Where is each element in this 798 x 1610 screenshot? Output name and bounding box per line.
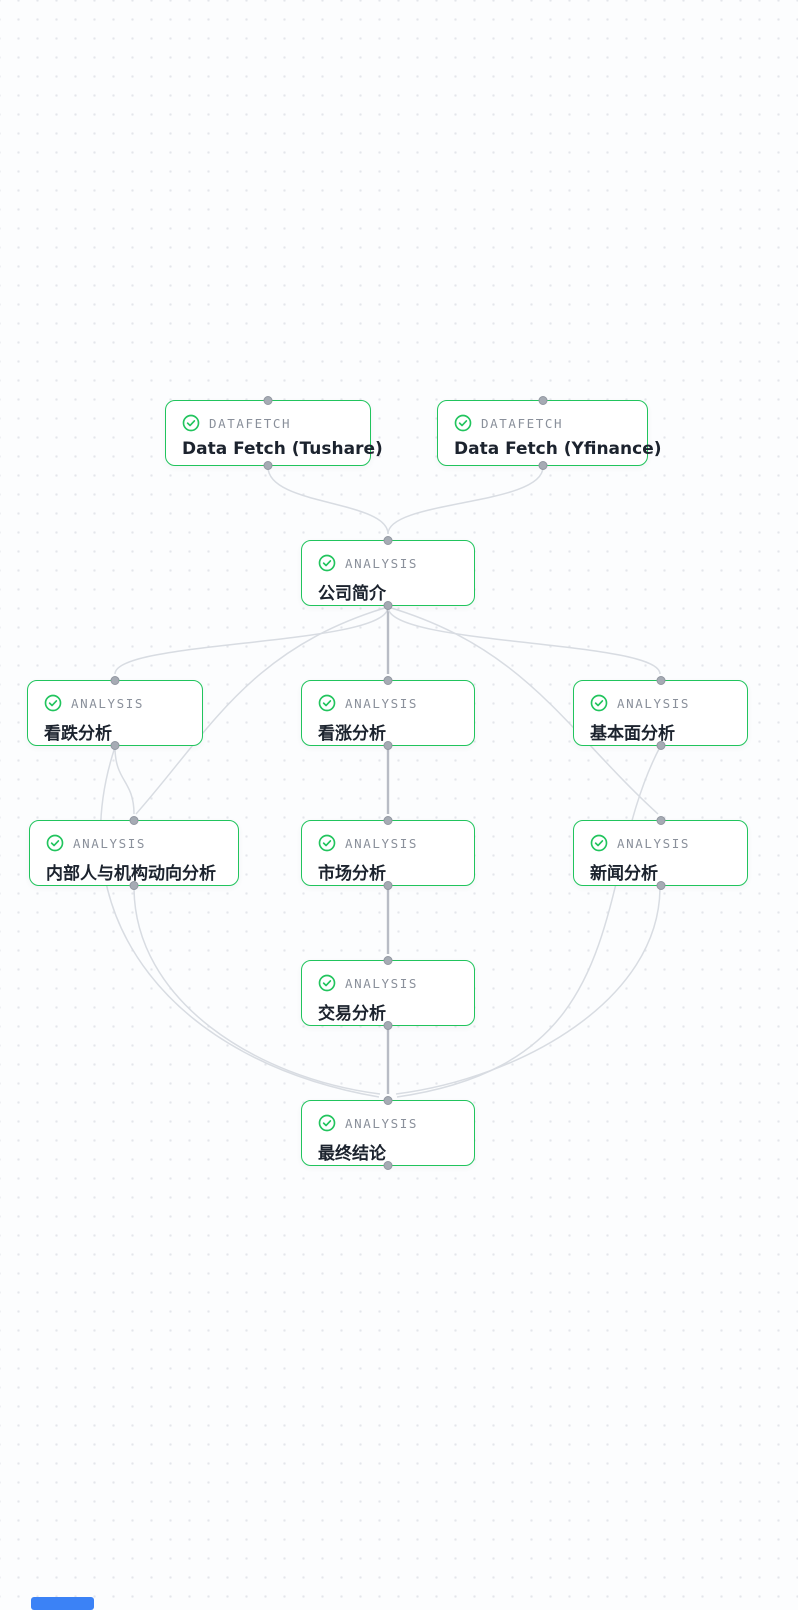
node-header: ANALYSIS bbox=[590, 694, 731, 712]
node-title: 最终结论 bbox=[318, 1144, 386, 1164]
node-tushare[interactable]: DATAFETCH Data Fetch (Tushare) bbox=[165, 396, 383, 470]
source-handle[interactable] bbox=[129, 881, 139, 890]
node-type-label: ANALYSIS bbox=[345, 835, 419, 851]
node-trade[interactable]: ANALYSIS 交易分析 bbox=[301, 956, 475, 1030]
edge-company-bear[interactable] bbox=[114, 606, 389, 675]
target-handle[interactable] bbox=[383, 676, 393, 685]
source-handle[interactable] bbox=[656, 881, 665, 890]
node-type-label: ANALYSIS bbox=[345, 695, 419, 711]
scrollbar-thumb-horizontal[interactable] bbox=[31, 1597, 94, 1610]
node-bear[interactable]: ANALYSIS 看跌分析 bbox=[27, 676, 203, 750]
target-handle[interactable] bbox=[656, 676, 665, 685]
check-circle-icon bbox=[590, 694, 608, 712]
node-fundamental[interactable]: ANALYSIS 基本面分析 bbox=[573, 676, 748, 750]
node-market[interactable]: ANALYSIS 市场分析 bbox=[301, 816, 475, 890]
node-title: Data Fetch (Yfinance) bbox=[454, 439, 662, 459]
edge-tushare-company[interactable] bbox=[267, 466, 389, 535]
check-circle-icon bbox=[318, 694, 336, 712]
edge-yfinance-company[interactable] bbox=[387, 466, 544, 535]
target-handle[interactable] bbox=[383, 816, 393, 825]
node-type-label: ANALYSIS bbox=[617, 835, 691, 851]
source-handle[interactable] bbox=[263, 461, 273, 470]
node-header: ANALYSIS bbox=[318, 834, 458, 852]
node-title: 内部人与机构动向分析 bbox=[46, 864, 216, 884]
check-circle-icon bbox=[318, 974, 336, 992]
source-handle[interactable] bbox=[383, 881, 393, 890]
node-bull[interactable]: ANALYSIS 看涨分析 bbox=[301, 676, 475, 750]
node-type-label: ANALYSIS bbox=[345, 1115, 419, 1131]
check-circle-icon bbox=[182, 414, 200, 432]
node-type-label: ANALYSIS bbox=[617, 695, 691, 711]
node-title: 新闻分析 bbox=[590, 864, 658, 884]
target-handle[interactable] bbox=[383, 1096, 393, 1105]
node-header: ANALYSIS bbox=[590, 834, 731, 852]
target-handle[interactable] bbox=[129, 816, 139, 825]
edge-bear-insider[interactable] bbox=[114, 746, 135, 815]
target-handle[interactable] bbox=[383, 536, 393, 545]
check-circle-icon bbox=[590, 834, 608, 852]
node-insider[interactable]: ANALYSIS 内部人与机构动向分析 bbox=[29, 816, 239, 890]
node-final[interactable]: ANALYSIS 最终结论 bbox=[301, 1096, 475, 1170]
node-header: DATAFETCH bbox=[182, 414, 354, 432]
node-header: DATAFETCH bbox=[454, 414, 631, 432]
source-handle[interactable] bbox=[656, 741, 665, 750]
node-header: ANALYSIS bbox=[44, 694, 186, 712]
node-header: ANALYSIS bbox=[318, 554, 458, 572]
node-type-label: ANALYSIS bbox=[73, 835, 147, 851]
source-handle[interactable] bbox=[383, 1021, 393, 1030]
check-circle-icon bbox=[318, 554, 336, 572]
target-handle[interactable] bbox=[263, 396, 273, 405]
node-title: 市场分析 bbox=[318, 864, 386, 884]
check-circle-icon bbox=[318, 1114, 336, 1132]
node-news[interactable]: ANALYSIS 新闻分析 bbox=[573, 816, 748, 890]
node-yfinance[interactable]: DATAFETCH Data Fetch (Yfinance) bbox=[437, 396, 662, 470]
node-type-label: ANALYSIS bbox=[345, 555, 419, 571]
node-header: ANALYSIS bbox=[46, 834, 222, 852]
target-handle[interactable] bbox=[383, 956, 393, 965]
target-handle[interactable] bbox=[110, 676, 120, 685]
check-circle-icon bbox=[46, 834, 64, 852]
node-title: 看涨分析 bbox=[318, 724, 386, 744]
source-handle[interactable] bbox=[538, 461, 547, 470]
node-header: ANALYSIS bbox=[318, 1114, 458, 1132]
target-handle[interactable] bbox=[656, 816, 665, 825]
node-type-label: DATAFETCH bbox=[481, 415, 564, 431]
target-handle[interactable] bbox=[538, 396, 547, 405]
node-title: 交易分析 bbox=[318, 1004, 386, 1024]
source-handle[interactable] bbox=[383, 601, 393, 610]
node-title: Data Fetch (Tushare) bbox=[182, 439, 383, 459]
node-company[interactable]: ANALYSIS 公司简介 bbox=[301, 536, 475, 610]
edge-company-fundamental[interactable] bbox=[387, 606, 661, 675]
edge-fundamental-final[interactable] bbox=[396, 746, 661, 1098]
node-header: ANALYSIS bbox=[318, 694, 458, 712]
node-header: ANALYSIS bbox=[318, 974, 458, 992]
check-circle-icon bbox=[454, 414, 472, 432]
node-title: 公司简介 bbox=[318, 584, 386, 604]
source-handle[interactable] bbox=[383, 741, 393, 750]
source-handle[interactable] bbox=[383, 1161, 393, 1170]
node-type-label: ANALYSIS bbox=[71, 695, 145, 711]
source-handle[interactable] bbox=[110, 741, 120, 750]
check-circle-icon bbox=[318, 834, 336, 852]
node-type-label: ANALYSIS bbox=[345, 975, 419, 991]
check-circle-icon bbox=[44, 694, 62, 712]
node-title: 基本面分析 bbox=[590, 724, 675, 744]
edge-bear-final[interactable] bbox=[99, 746, 380, 1098]
node-type-label: DATAFETCH bbox=[209, 415, 292, 431]
node-title: 看跌分析 bbox=[44, 724, 112, 744]
